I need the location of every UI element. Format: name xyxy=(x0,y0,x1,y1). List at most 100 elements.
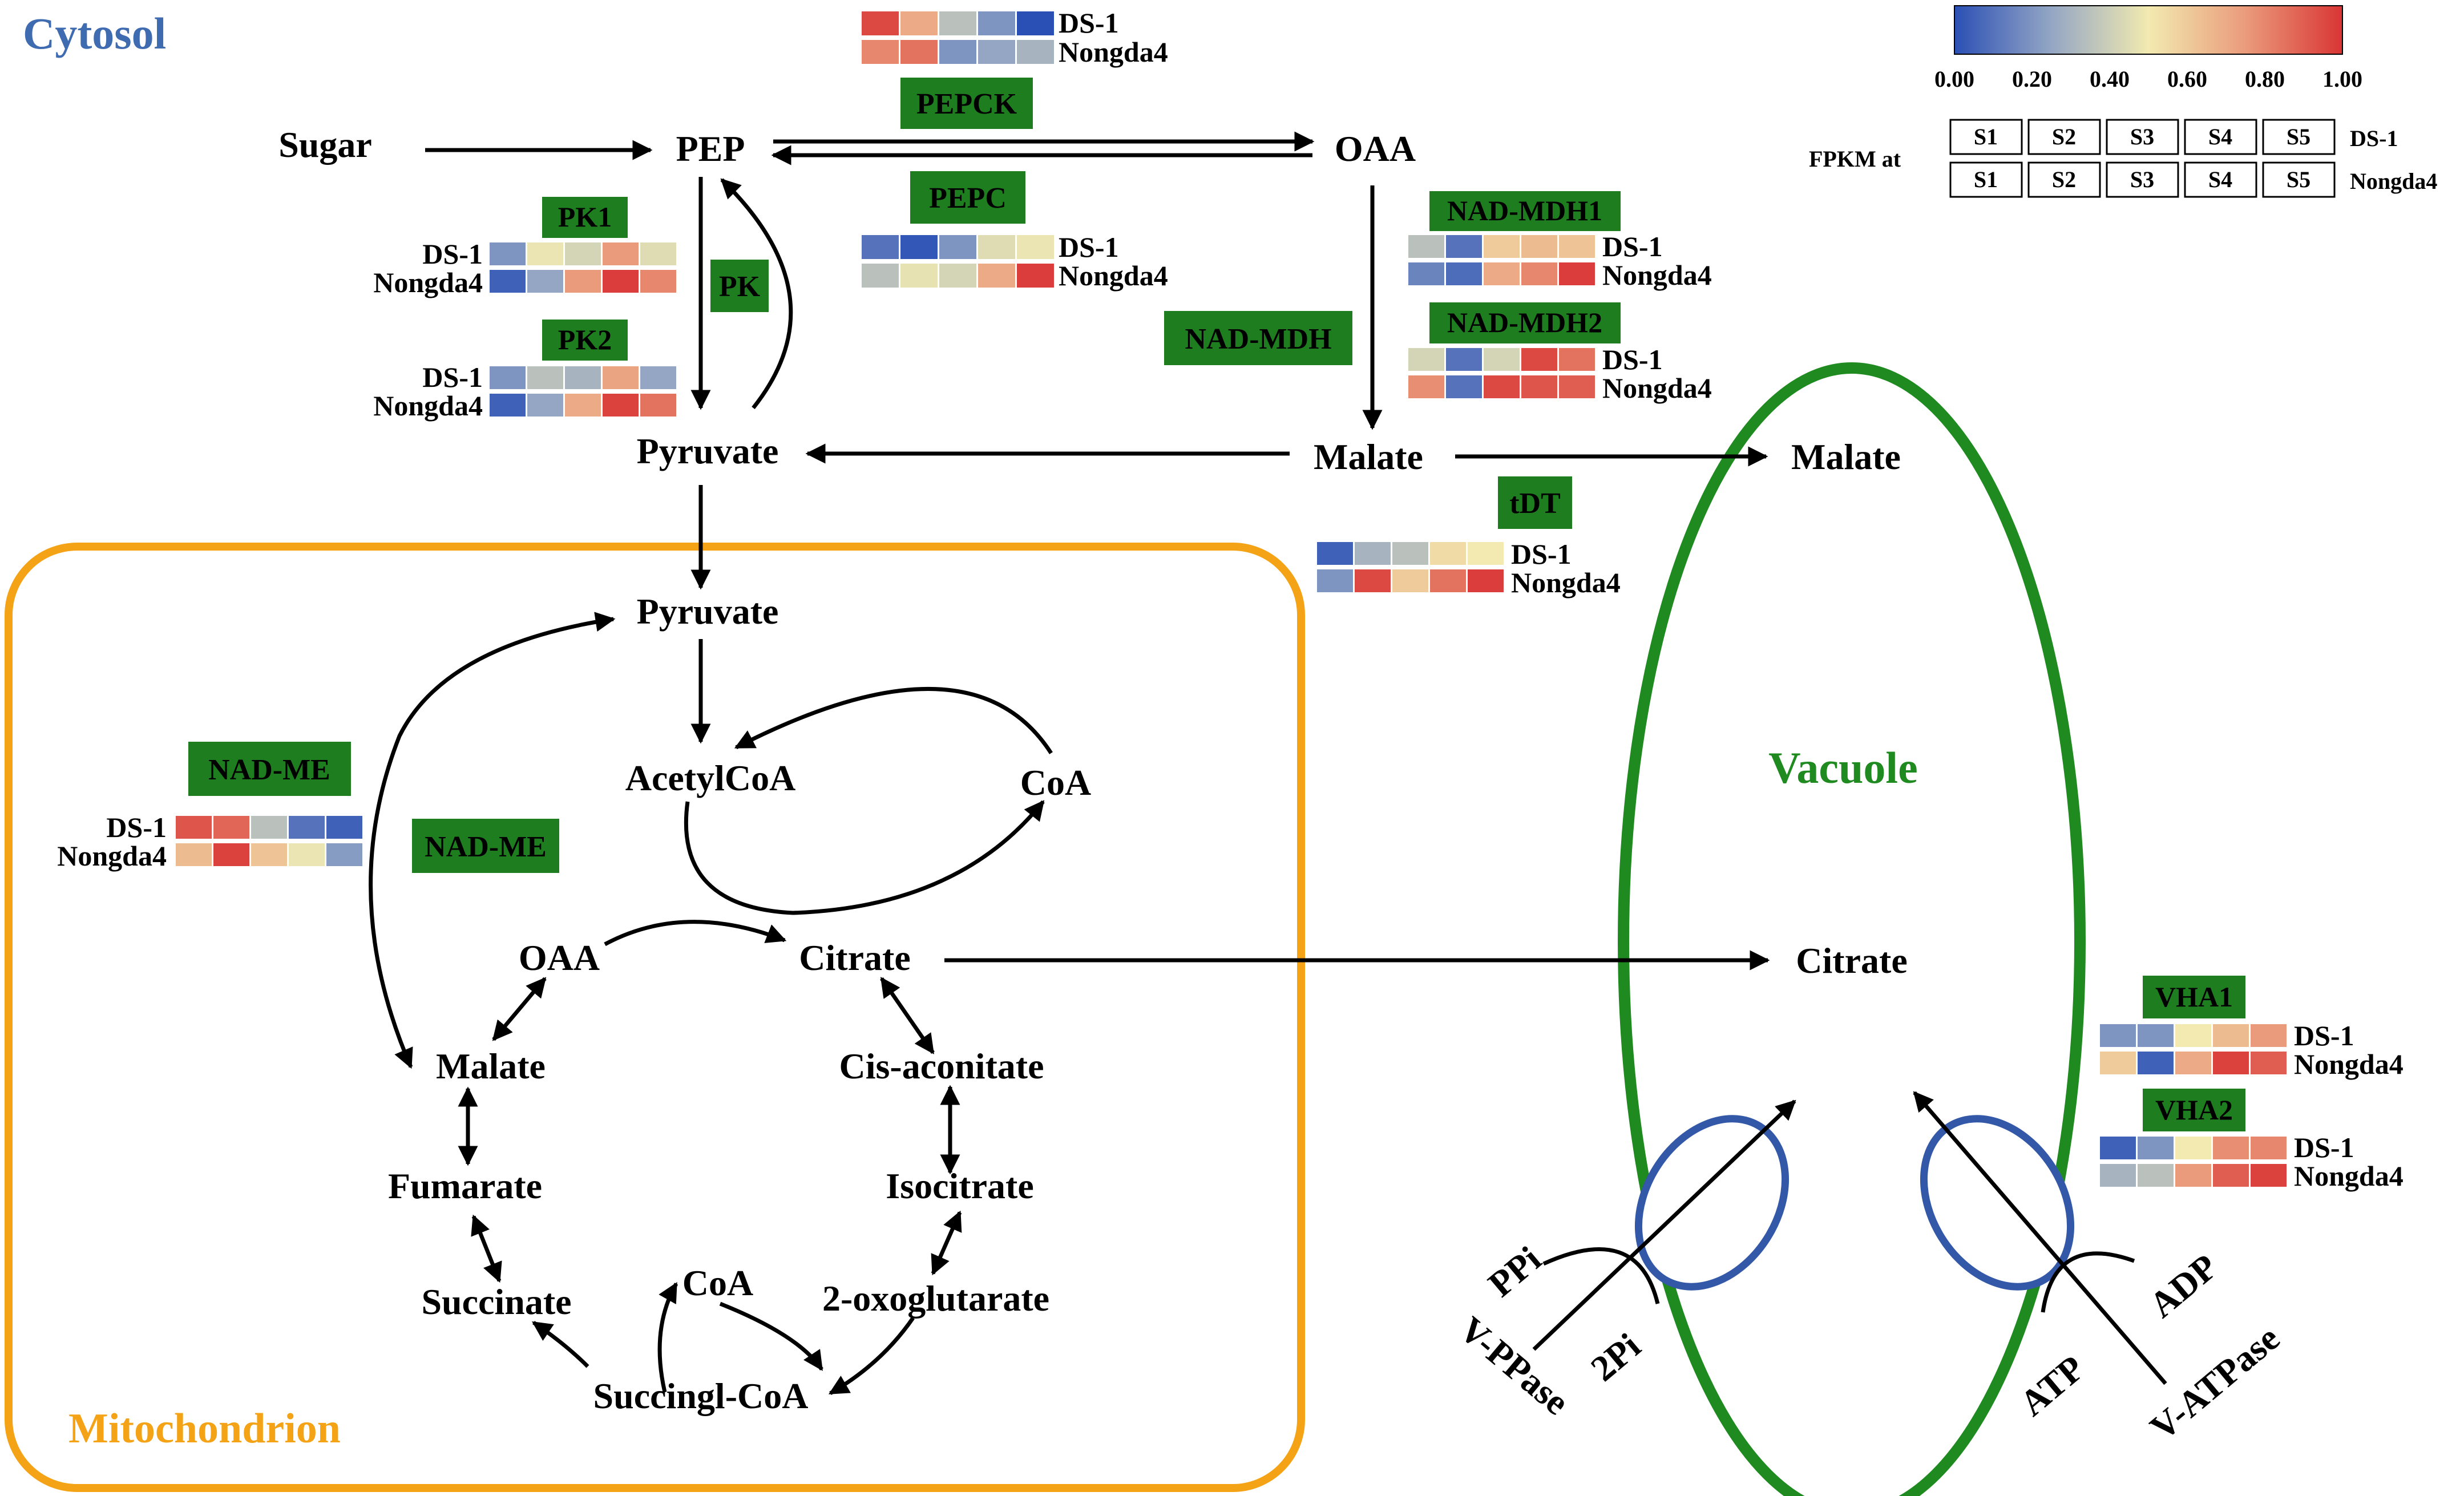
heatmap-cell-pk2-ds1-s5 xyxy=(640,366,676,389)
heatmap-cell-tdt-nongda4-s3 xyxy=(1392,569,1428,592)
enzyme-pk1: PK1 xyxy=(542,197,628,238)
heatmap-tdt-nongda4-label: Nongda4 xyxy=(1511,567,1621,599)
heatmap-nad-me-nongda4-label: Nongda4 xyxy=(57,840,167,872)
stage-s5-nongda4: S5 xyxy=(2287,167,2310,192)
heatmap-cell-vha2-nongda4-s3 xyxy=(2175,1164,2211,1187)
heatmap-cell-pepck-ds1-s1 xyxy=(862,11,899,35)
enzyme-tdt: tDT xyxy=(1498,476,1572,529)
heatmap-cell-nad-me-ds1-s5 xyxy=(326,816,362,839)
stage-s1-nongda4: S1 xyxy=(1974,167,1998,192)
heatmap-cell-vha1-nongda4-s5 xyxy=(2251,1052,2287,1074)
enzyme-nad-mdh2-label: NAD-MDH2 xyxy=(1447,306,1602,338)
enzyme-nad-me-left-label: NAD-ME xyxy=(208,754,330,786)
stage-s2-nongda4: S2 xyxy=(2052,167,2076,192)
color-scale-legend: 0.00 0.20 0.40 0.60 0.80 1.00 xyxy=(1934,5,2362,92)
sugar-label: Sugar xyxy=(278,124,372,165)
enzyme-nad-me-mid-label: NAD-ME xyxy=(425,831,547,863)
heatmap-cell-nad-me-ds1-s3 xyxy=(251,816,287,839)
heatmap-tdt: DS-1 Nongda4 xyxy=(1317,538,1621,599)
heatmap-cell-vha1-ds1-s5 xyxy=(2251,1024,2287,1047)
acetylcoa-label: AcetylCoA xyxy=(625,758,796,798)
heatmap-cell-pepck-nongda4-s1 xyxy=(862,40,899,64)
heatmap-cell-pepc-ds1-s4 xyxy=(978,235,1015,259)
enzyme-boxes: PEPCK PEPC PK PK1 PK2 NAD-MDH NAD-MDH1 xyxy=(188,78,2245,1131)
citrate-mito-label: Citrate xyxy=(799,937,910,978)
stage-row-ds1: S1 S2 S3 S4 S5 DS-1 xyxy=(1949,119,2398,155)
heatmap-cell-vha1-ds1-s1 xyxy=(2100,1024,2136,1047)
heatmap-cell-nad-mdh1-ds1-s2 xyxy=(1446,235,1482,258)
coa-bottom-label: CoA xyxy=(682,1263,753,1303)
heatmap-cell-vha1-nongda4-s3 xyxy=(2175,1052,2211,1074)
oxoglutarate-label: 2-oxoglutarate xyxy=(822,1278,1049,1319)
heatmap-cell-nad-mdh1-ds1-s3 xyxy=(1484,235,1520,258)
arrow-succinylcoa-coa xyxy=(657,1281,678,1393)
malate-mito-label: Malate xyxy=(436,1046,546,1086)
heatmap-cell-vha1-nongda4-s1 xyxy=(2100,1052,2136,1074)
fumarate-label: Fumarate xyxy=(388,1166,542,1206)
heatmap-nad-mdh2-ds1-label: DS-1 xyxy=(1602,343,1663,375)
heatmap-pk2-ds1-label: DS-1 xyxy=(422,361,483,393)
enzyme-pk2: PK2 xyxy=(542,320,628,361)
heatmap-vha2-nongda4-label: Nongda4 xyxy=(2294,1160,2404,1192)
heatmap-vha1-nongda4-label: Nongda4 xyxy=(2294,1048,2404,1080)
stage-s3-nongda4: S3 xyxy=(2130,167,2154,192)
v-atpase-transporter xyxy=(1920,1115,2075,1291)
heatmap-pk1-nongda4-label: Nongda4 xyxy=(373,266,483,298)
heatmap-cell-pepck-nongda4-s3 xyxy=(939,40,976,64)
atp-label: ATP xyxy=(2012,1348,2092,1424)
heatmap-cell-pepck-ds1-s4 xyxy=(978,11,1015,35)
heatmap-nad-mdh1: DS-1 Nongda4 xyxy=(1408,231,1712,291)
heatmap-pk1: DS-1 Nongda4 xyxy=(373,238,676,298)
heatmap-cell-vha2-nongda4-s2 xyxy=(2138,1164,2174,1187)
heatmap-cell-pepc-nongda4-s5 xyxy=(1017,264,1054,288)
heatmap-nad-mdh2: DS-1 Nongda4 xyxy=(1408,343,1712,404)
heatmap-nad-mdh1-ds1-label: DS-1 xyxy=(1602,231,1663,262)
enzyme-nad-mdh2: NAD-MDH2 xyxy=(1429,302,1621,343)
heatmap-cell-nad-me-nongda4-s5 xyxy=(326,843,362,866)
arrow-pyruvate-pep xyxy=(720,178,793,410)
oaa-mito-label: OAA xyxy=(519,937,600,978)
heatmap-cell-pepc-nongda4-s1 xyxy=(862,264,899,288)
heatmap-cell-vha2-ds1-s2 xyxy=(2138,1137,2174,1159)
heatmap-cell-pk1-nongda4-s2 xyxy=(527,270,563,293)
stage-row-nongda4-label: Nongda4 xyxy=(2350,168,2437,194)
stage-s4-nongda4: S4 xyxy=(2208,167,2232,192)
heatmap-cell-tdt-ds1-s2 xyxy=(1355,542,1391,565)
heatmap-cell-pepc-nongda4-s3 xyxy=(939,264,976,288)
heatmap-cell-pepc-ds1-s2 xyxy=(900,235,938,259)
heatmap-cell-nad-mdh1-nongda4-s2 xyxy=(1446,262,1482,285)
arrow-oxoglutarate-succinylcoa xyxy=(828,1317,915,1396)
enzyme-pepc: PEPC xyxy=(910,171,1025,224)
ppi-2pi-reaction-curve xyxy=(1542,1247,1660,1304)
stage-s2-ds1: S2 xyxy=(2052,124,2076,149)
heatmap-cell-pepc-nongda4-s2 xyxy=(900,264,938,288)
atp-adp-reaction-curve xyxy=(2041,1251,2135,1313)
enzyme-vha1-label: VHA1 xyxy=(2155,981,2233,1013)
heatmap-cell-vha2-nongda4-s4 xyxy=(2213,1164,2249,1187)
scale-tick-1: 0.20 xyxy=(2012,66,2052,92)
heatmap-cell-tdt-ds1-s1 xyxy=(1317,542,1353,565)
pep-label: PEP xyxy=(676,128,745,169)
heatmap-cell-nad-me-ds1-s2 xyxy=(213,816,249,839)
pathway-arrows xyxy=(369,131,2167,1396)
heatmap-cell-nad-mdh2-nongda4-s1 xyxy=(1408,375,1444,398)
heatmap-cell-pk2-ds1-s1 xyxy=(490,366,526,389)
heatmap-cell-nad-mdh1-nongda4-s5 xyxy=(1559,262,1595,285)
arrow-v-ppase xyxy=(1532,1099,1796,1351)
heatmap-cell-pepck-ds1-s2 xyxy=(900,11,938,35)
arrow-succinylcoa-succinate xyxy=(532,1321,589,1368)
heatmap-cell-pepc-ds1-s1 xyxy=(862,235,899,259)
heatmap-cell-pk2-ds1-s3 xyxy=(565,366,601,389)
stage-legend: FPKM at S1 S2 S3 S4 S5 DS-1 S1 S2 S3 S4 … xyxy=(1809,119,2437,198)
heatmap-pepck-ds1-label: DS-1 xyxy=(1059,7,1119,39)
heatmap-pepc-ds1-label: DS-1 xyxy=(1059,231,1119,263)
stage-row-ds1-label: DS-1 xyxy=(2350,126,2398,151)
stage-row-nongda4: S1 S2 S3 S4 S5 Nongda4 xyxy=(1949,161,2437,198)
arrow-succinate-fumarate xyxy=(471,1214,502,1283)
heatmap-cell-nad-me-ds1-s4 xyxy=(289,816,325,839)
stage-s1-ds1: S1 xyxy=(1974,124,1998,149)
enzyme-nad-me-mid: NAD-ME xyxy=(412,819,559,873)
enzyme-nad-mdh-label: NAD-MDH xyxy=(1185,323,1331,355)
heatmap-cell-nad-me-nongda4-s4 xyxy=(289,843,325,866)
